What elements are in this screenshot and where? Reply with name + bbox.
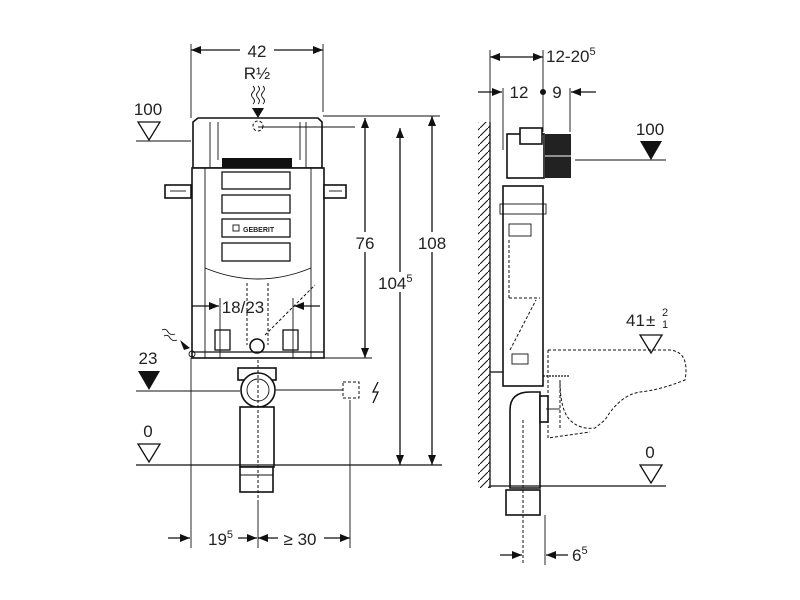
height-76-label: 76 [356, 234, 375, 253]
side-level-marker-0: 0 [638, 443, 664, 485]
right-bracket [323, 184, 347, 199]
min-distance-label: ≥ 30 [284, 530, 317, 549]
wall-hatch [478, 122, 490, 488]
water-connection-label: R½ [244, 64, 270, 83]
depth-12-label: 12 [510, 83, 529, 102]
offset-19-label: 195 [208, 529, 233, 549]
svg-text:100: 100 [636, 120, 664, 139]
drain-connection-icon [161, 328, 196, 358]
toilet-outline [548, 349, 687, 429]
depth-9-label: 9 [552, 83, 561, 102]
level-marker-0: 0 [136, 422, 162, 464]
svg-text:0: 0 [645, 443, 654, 462]
electrical-icon [371, 381, 380, 404]
svg-text:0: 0 [143, 422, 152, 441]
width-label: 42 [248, 42, 267, 61]
svg-text:2: 2 [662, 307, 668, 319]
height-108-label: 108 [418, 234, 446, 253]
height-104-label: 1045 [378, 273, 413, 293]
svg-text:41: 41 [626, 311, 645, 330]
svg-text:100: 100 [134, 100, 162, 119]
level-marker-23: 23 [136, 349, 240, 392]
side-level-marker-100: 100 [636, 120, 664, 160]
side-view: 12-205 12 9 100 [478, 46, 687, 565]
offset-6-label: 65 [572, 545, 588, 565]
svg-text:1: 1 [662, 319, 668, 331]
frame-width-label: 18/23 [222, 298, 265, 317]
depth-range-label: 12-205 [546, 46, 596, 66]
level-marker-100: 100 [134, 100, 191, 142]
electrical-box-icon [342, 381, 360, 399]
water-inlet-icon [251, 85, 265, 118]
seat-height-marker: 41 ± 2 1 [626, 307, 668, 355]
svg-text:±: ± [646, 311, 655, 330]
brand-logo: GEBERIT [243, 227, 275, 234]
left-bracket [164, 184, 192, 199]
front-view: 42 R½ GEBERIT [134, 40, 450, 549]
svg-text:23: 23 [139, 349, 158, 368]
